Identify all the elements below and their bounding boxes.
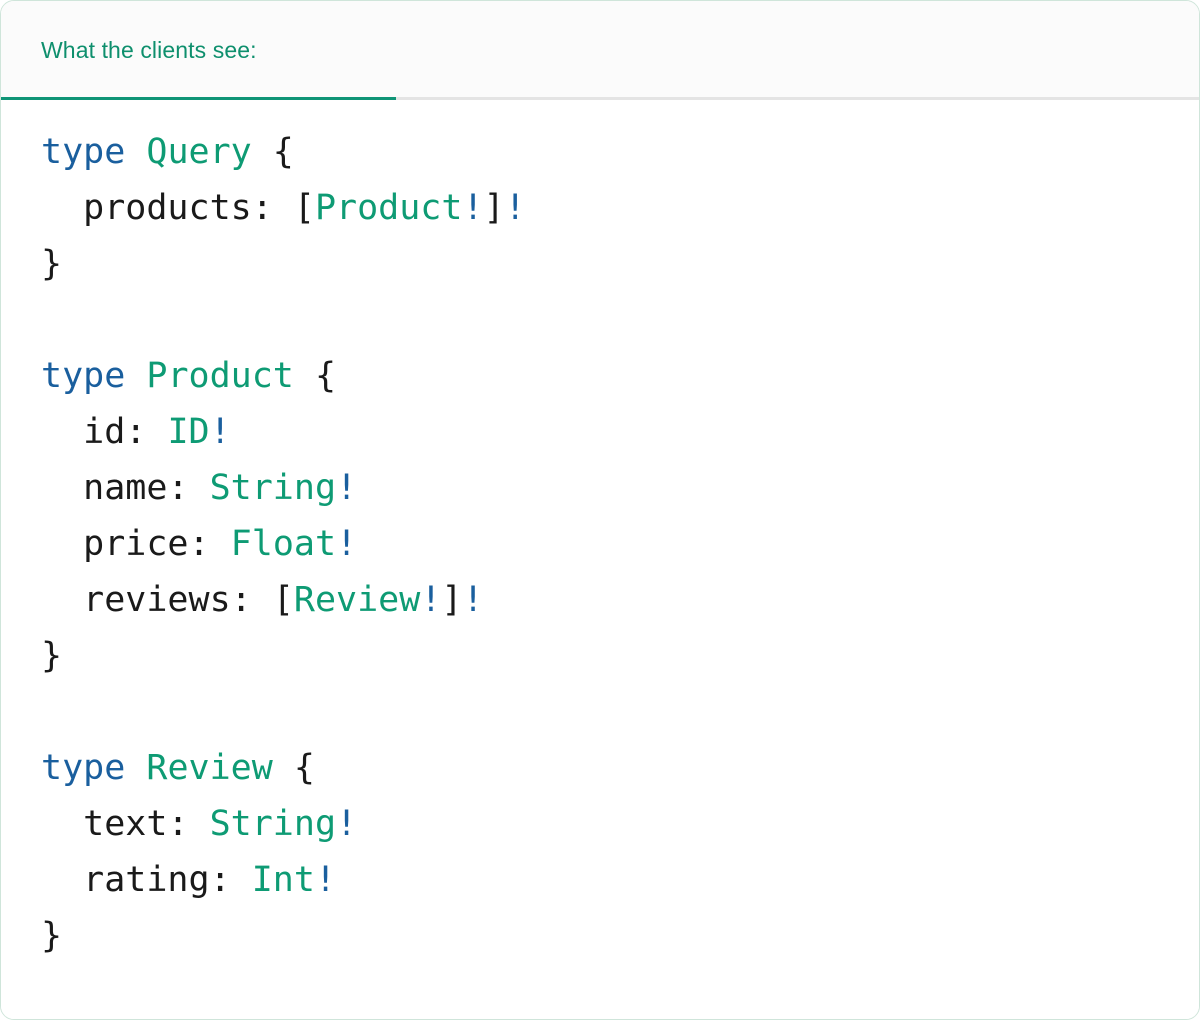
page-title: What the clients see: xyxy=(41,37,257,63)
code-token-field: price xyxy=(41,524,189,564)
code-token-plain xyxy=(125,356,146,396)
code-token-punct: : xyxy=(251,188,294,228)
code-line: } xyxy=(41,236,1159,292)
code-token-field: text xyxy=(41,804,168,844)
header-divider xyxy=(1,97,1199,100)
code-token-bang: ! xyxy=(462,188,484,228)
code-token-punct: : xyxy=(167,468,210,508)
code-token-type: Int xyxy=(251,860,315,900)
code-token-bang: ! xyxy=(336,524,358,564)
code-token-type: String xyxy=(209,804,337,844)
code-token-punct: : xyxy=(188,524,231,564)
code-token-field: reviews xyxy=(41,580,231,620)
code-token-punct: : xyxy=(209,860,252,900)
code-line: type Product { xyxy=(41,348,1159,404)
code-line: text: String! xyxy=(41,796,1159,852)
code-token-bang: ! xyxy=(336,804,358,844)
code-token-field: id xyxy=(41,412,126,452)
code-token-keyword: type xyxy=(41,356,126,396)
code-line: type Review { xyxy=(41,740,1159,796)
code-line xyxy=(41,292,1159,348)
code-token-type: Review xyxy=(146,748,273,788)
code-line: } xyxy=(41,908,1159,964)
code-token-type: ID xyxy=(167,412,210,452)
code-token-punct: [ xyxy=(293,188,315,228)
code-line xyxy=(41,684,1159,740)
code-token-plain xyxy=(125,132,146,172)
code-token-bang: ! xyxy=(336,468,358,508)
card-header: What the clients see: xyxy=(1,1,1199,100)
code-token-type: Query xyxy=(146,132,252,172)
code-token-bang: ! xyxy=(462,580,484,620)
code-line: name: String! xyxy=(41,460,1159,516)
code-token-punct: } xyxy=(41,244,63,284)
code-token-type: Product xyxy=(146,356,294,396)
code-token-field: rating xyxy=(41,860,210,900)
code-line: products: [Product!]! xyxy=(41,180,1159,236)
code-token-field: name xyxy=(41,468,168,508)
code-token-plain xyxy=(125,748,146,788)
code-token-punct: : xyxy=(230,580,273,620)
code-token-punct: [ xyxy=(272,580,294,620)
code-token-type: String xyxy=(209,468,337,508)
code-token-punct: } xyxy=(41,636,63,676)
code-token-bang: ! xyxy=(314,860,337,900)
code-token-field: products xyxy=(41,188,252,228)
code-token-punct: : xyxy=(125,412,168,452)
code-token-bang: ! xyxy=(420,580,442,620)
code-line: price: Float! xyxy=(41,516,1159,572)
graphql-schema-code[interactable]: type Query { products: [Product!]!} type… xyxy=(41,124,1159,964)
code-line: type Query { xyxy=(41,124,1159,180)
code-token-punct: { xyxy=(251,132,294,172)
code-token-type: Float xyxy=(230,524,337,564)
code-token-punct: { xyxy=(272,748,315,788)
code-token-punct: ] xyxy=(483,188,505,228)
code-body: type Query { products: [Product!]!} type… xyxy=(1,100,1199,1019)
code-token-keyword: type xyxy=(41,748,126,788)
active-tab-underline xyxy=(1,97,396,100)
code-token-punct: { xyxy=(293,356,337,396)
code-line: rating: Int! xyxy=(41,852,1159,908)
code-line: reviews: [Review!]! xyxy=(41,572,1159,628)
code-token-punct: } xyxy=(41,916,63,956)
code-token-bang: ! xyxy=(504,188,526,228)
code-token-type: Product xyxy=(314,188,463,228)
code-token-keyword: type xyxy=(41,132,126,172)
code-line: id: ID! xyxy=(41,404,1159,460)
code-token-punct: ] xyxy=(441,580,463,620)
code-token-type: Review xyxy=(293,580,421,620)
code-token-bang: ! xyxy=(209,412,231,452)
code-line: } xyxy=(41,628,1159,684)
code-token-punct: : xyxy=(167,804,210,844)
